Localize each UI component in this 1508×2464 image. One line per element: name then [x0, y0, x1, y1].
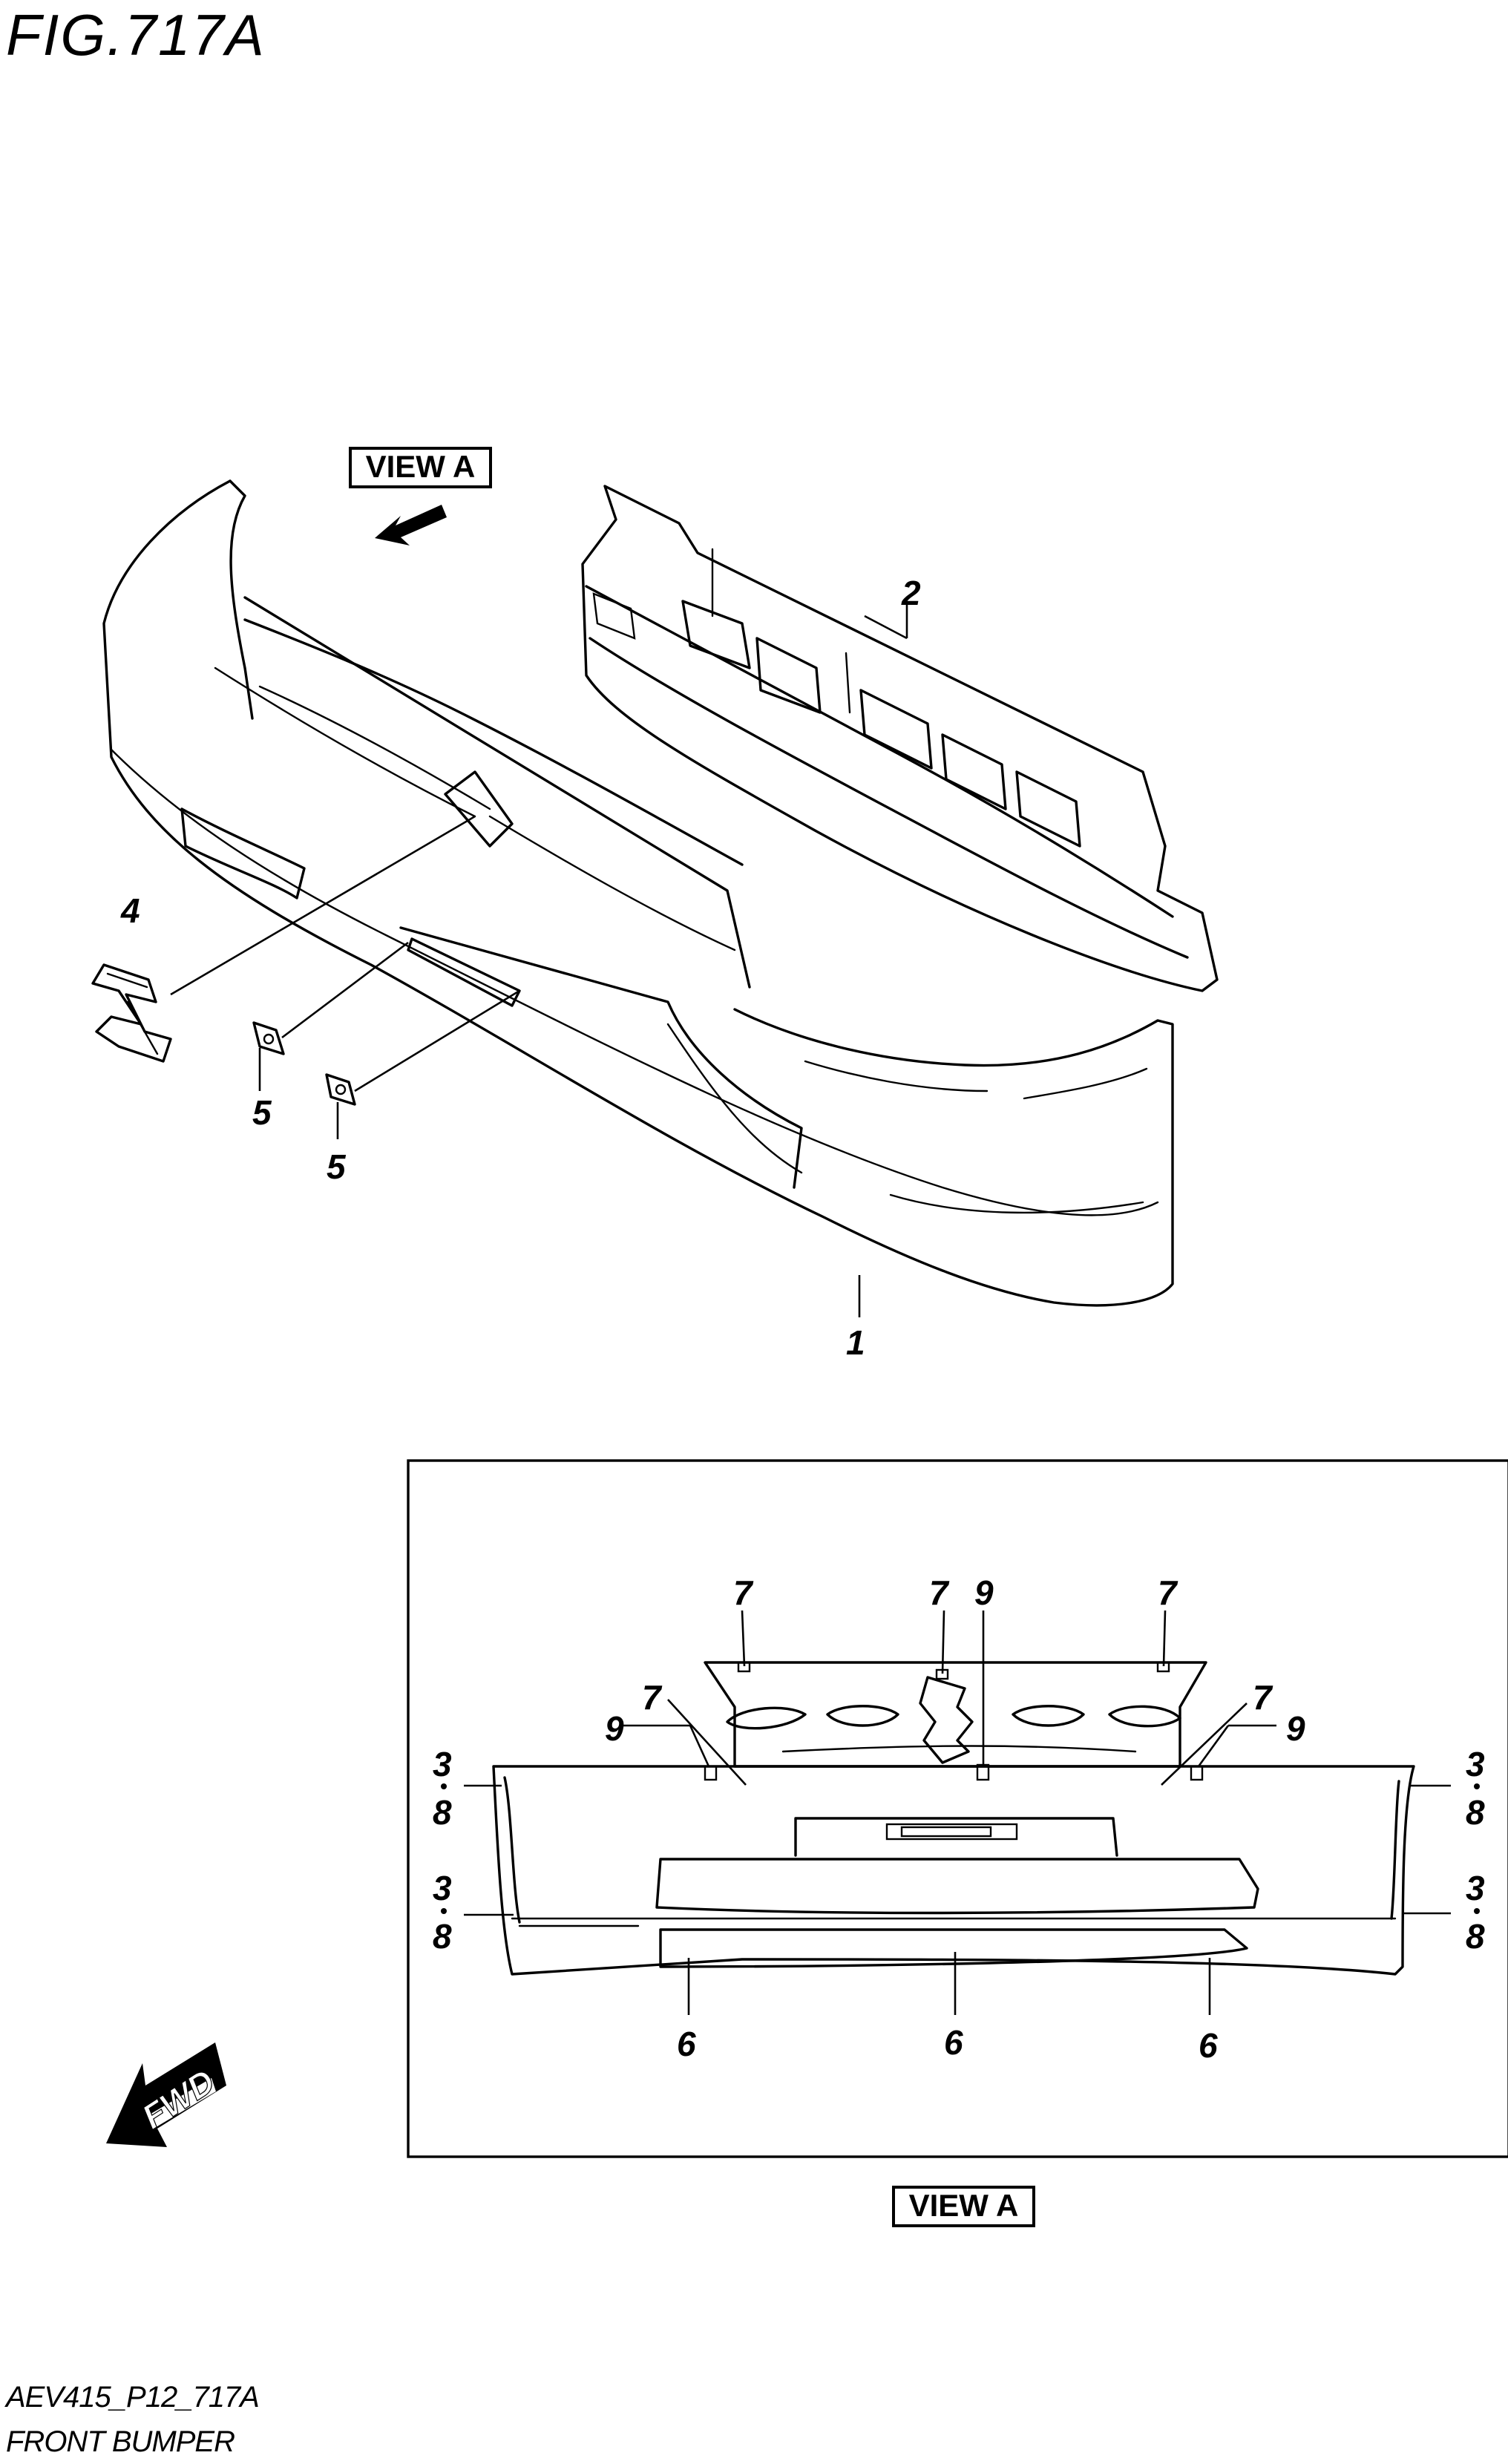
leader-lines-view-a	[441, 1610, 1480, 2015]
callout-v7c: 7	[1158, 1573, 1178, 1612]
clip-a[interactable]	[252, 1021, 285, 1055]
callout-v8c: 8	[1466, 1793, 1485, 1832]
leader-lines-top	[170, 603, 908, 1317]
callout-4: 4	[120, 891, 140, 930]
callout-5b: 5	[327, 1147, 347, 1186]
figure-title: FIG.717A	[6, 2, 266, 68]
callout-v9b: 9	[605, 1709, 624, 1748]
callout-v7a: 7	[733, 1573, 754, 1612]
fwd-arrow-icon: FWD	[106, 2042, 226, 2147]
callout-2: 2	[901, 574, 921, 612]
view-a-bumper-underside	[492, 1661, 1415, 1976]
clip-b[interactable]	[325, 1073, 356, 1106]
view-a-frame	[407, 1459, 1508, 2158]
callout-v7e: 7	[1253, 1678, 1273, 1717]
callout-v8b: 8	[433, 1917, 452, 1956]
callout-v3d: 3	[1466, 1869, 1485, 1907]
callout-v7b: 7	[929, 1573, 950, 1612]
view-direction-arrow-icon	[375, 505, 447, 545]
bumper-reinforcement[interactable]	[581, 485, 1219, 992]
front-bumper-cover[interactable]	[102, 479, 1174, 1307]
callout-v8a: 8	[433, 1793, 452, 1832]
callout-v9a: 9	[974, 1573, 994, 1612]
callout-v3c: 3	[1466, 1745, 1485, 1783]
callout-v9c: 9	[1286, 1709, 1305, 1748]
callout-v3a: 3	[433, 1745, 452, 1783]
callout-v6b: 6	[944, 2023, 963, 2062]
footer-name: FRONT BUMPER	[6, 2425, 235, 2458]
callout-v7d: 7	[642, 1678, 663, 1717]
callout-1: 1	[846, 1323, 865, 1362]
view-a-label-top: VIEW A	[349, 447, 492, 488]
callout-v3b: 3	[433, 1869, 452, 1907]
callout-v6c: 6	[1199, 2026, 1218, 2065]
callout-v8d: 8	[1466, 1917, 1485, 1956]
callout-5a: 5	[252, 1093, 272, 1132]
callout-v6a: 6	[677, 2025, 696, 2063]
emblem[interactable]	[91, 770, 514, 1063]
footer-code: AEV415_P12_717A	[6, 2381, 260, 2414]
view-a-label-bottom: VIEW A	[892, 2186, 1035, 2227]
